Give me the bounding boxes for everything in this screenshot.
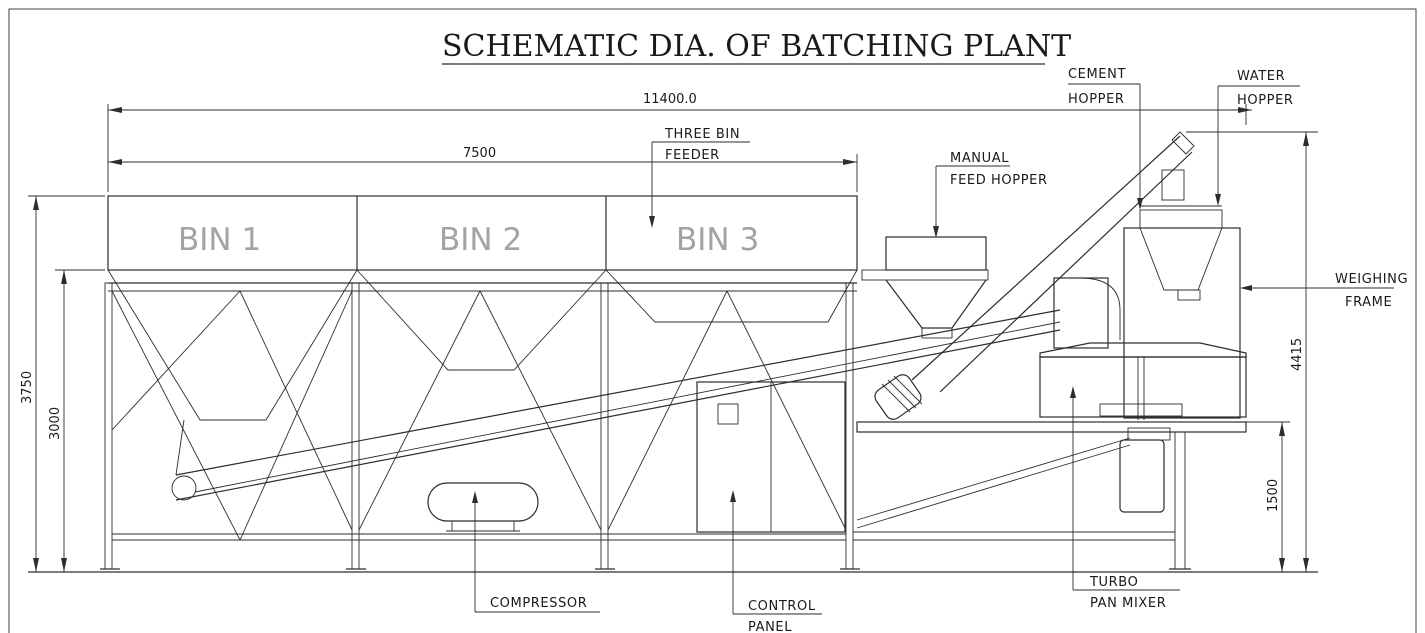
mixer-chute — [1053, 277, 1121, 349]
svg-text:COMPRESSOR: COMPRESSOR — [490, 596, 587, 611]
dim-4415: 4415 — [1290, 338, 1305, 371]
compressor — [427, 482, 539, 532]
bin-3-label: BIN 3 — [676, 222, 759, 258]
svg-text:HOPPER: HOPPER — [1237, 93, 1294, 108]
svg-text:FEED HOPPER: FEED HOPPER — [950, 173, 1048, 188]
label-manual-feed-hopper: MANUAL FEED HOPPER — [933, 151, 1048, 238]
svg-text:FRAME: FRAME — [1345, 295, 1392, 310]
dimension-bin-length: 7500 — [108, 146, 858, 192]
weighing-frame — [1123, 169, 1241, 419]
svg-text:WATER: WATER — [1237, 69, 1285, 84]
bin-2-label: BIN 2 — [439, 222, 522, 258]
bin-box — [107, 195, 858, 271]
turbo-pan-mixer — [1039, 342, 1247, 513]
label-three-bin-feeder: THREE BIN FEEDER — [649, 127, 750, 228]
label-weighing-frame: WEIGHING FRAME — [1240, 272, 1408, 310]
label-water-hopper: WATER HOPPER — [1215, 69, 1300, 206]
svg-text:PANEL: PANEL — [748, 620, 792, 633]
control-panel — [696, 381, 846, 533]
mixer-support-frame — [853, 421, 1247, 570]
svg-text:THREE BIN: THREE BIN — [664, 127, 740, 142]
dim-7500: 7500 — [463, 146, 496, 161]
dim-11400: 11400.0 — [643, 92, 697, 107]
svg-text:FEEDER: FEEDER — [665, 148, 720, 163]
screw-conveyor — [874, 131, 1195, 420]
label-turbo-pan-mixer: TURBO PAN MIXER — [1070, 386, 1180, 611]
dim-3000: 3000 — [48, 407, 63, 440]
svg-text:WEIGHING: WEIGHING — [1335, 272, 1408, 287]
three-bin-feeder: BIN 1 BIN 2 BIN 3 — [100, 195, 1061, 570]
bin-1-label: BIN 1 — [178, 222, 261, 258]
dimension-left-heights: 3750 3000 — [20, 195, 105, 572]
dim-3750: 3750 — [20, 371, 35, 404]
dimension-right-heights: 4415 1500 — [1186, 131, 1318, 572]
drawing-border — [8, 8, 1417, 633]
label-cement-hopper: CEMENT HOPPER — [1068, 67, 1143, 210]
manual-feed-hopper — [861, 236, 989, 339]
svg-text:CONTROL: CONTROL — [748, 599, 816, 614]
svg-text:MANUAL: MANUAL — [950, 151, 1009, 166]
svg-text:TURBO: TURBO — [1089, 575, 1138, 590]
label-control-panel: CONTROL PANEL — [730, 490, 822, 633]
svg-text:CEMENT: CEMENT — [1068, 67, 1126, 82]
dimension-overall-length: 11400.0 — [107, 92, 1252, 192]
svg-text:PAN MIXER: PAN MIXER — [1090, 596, 1166, 611]
drawing-title: SCHEMATIC DIA. OF BATCHING PLANT — [442, 29, 1071, 64]
label-compressor: COMPRESSOR — [472, 491, 600, 613]
dim-1500: 1500 — [1266, 479, 1281, 512]
svg-text:HOPPER: HOPPER — [1068, 92, 1125, 107]
